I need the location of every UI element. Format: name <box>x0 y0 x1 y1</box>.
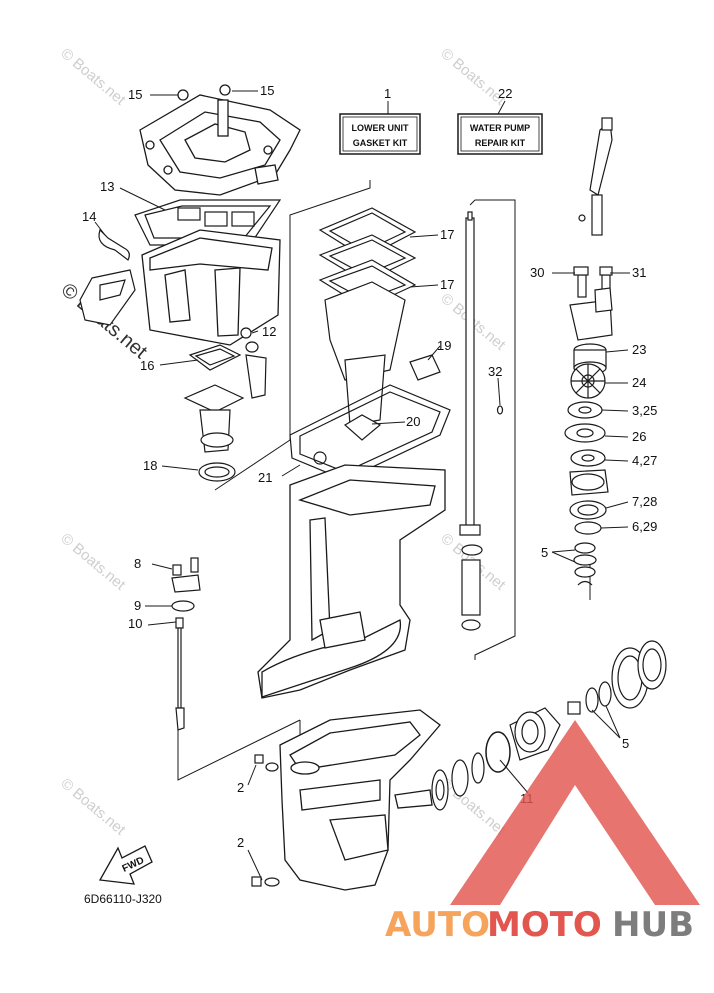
callout-number: 5 <box>622 736 629 751</box>
watermark-group: © Boats.net © Boats.net © Boats.net © Bo… <box>57 45 509 839</box>
drive-shaft-part <box>459 211 504 631</box>
logo-text-hub: HUB <box>612 905 694 945</box>
fwd-arrow-icon: FWD <box>98 845 153 885</box>
callout-number: 2 <box>237 835 244 850</box>
gasket-21-part <box>289 384 451 481</box>
seal-14-part <box>98 228 130 261</box>
callout-number: 13 <box>100 179 114 194</box>
lower-plate-part <box>141 229 281 346</box>
pump-base-part <box>183 384 245 482</box>
impeller-24-part <box>570 363 606 399</box>
callout-number: 21 <box>258 470 272 485</box>
callout-number: 15 <box>260 83 274 98</box>
kit-box-line2: GASKET KIT <box>353 138 408 148</box>
kit-box-line1: LOWER UNIT <box>352 123 409 133</box>
callout-number: 2 <box>237 780 244 795</box>
watermark: © Boats.net <box>57 530 129 594</box>
callout-number: 17 <box>440 227 454 242</box>
kit-box-water-pump: 22 WATER PUMP REPAIR KIT <box>457 86 543 155</box>
callout-number: 31 <box>632 265 646 280</box>
pump-plates-part <box>564 401 609 535</box>
callout-number: 23 <box>632 342 646 357</box>
callout-number: 5 <box>541 545 548 560</box>
callout-number: 20 <box>406 414 420 429</box>
watermark: © Boats.net <box>57 45 129 109</box>
kit-box-line1: WATER PUMP <box>470 123 530 133</box>
water-tube-bracket <box>79 269 136 326</box>
lower-case-part <box>279 709 441 891</box>
callout-number: 26 <box>632 429 646 444</box>
seal-12-part <box>240 327 267 399</box>
kit-box-line2: REPAIR KIT <box>475 138 526 148</box>
callout-number: 6,29 <box>632 519 657 534</box>
callout-number: 9 <box>134 598 141 613</box>
logo-text-moto: MOTO <box>487 905 602 945</box>
callout-number: 15 <box>128 87 142 102</box>
callout-number: 17 <box>440 277 454 292</box>
kit-box-lower-unit: 1 LOWER UNIT GASKET KIT <box>339 86 421 155</box>
logo-text-auto: AUTO <box>385 905 490 945</box>
leader-lines <box>94 90 630 881</box>
callout-number: 10 <box>128 616 142 631</box>
callout-number: 7,28 <box>632 494 657 509</box>
callout-number: 19 <box>437 338 451 353</box>
shift-rod-part <box>171 557 201 731</box>
automotohub-logo: AUTO MOTO HUB <box>385 720 700 945</box>
callout-number: 12 <box>262 324 276 339</box>
callout-number: 24 <box>632 375 646 390</box>
bolt-2-parts <box>251 754 280 887</box>
gasket-16-part <box>188 344 242 371</box>
callout-number: 3,25 <box>632 403 657 418</box>
damper-19-part <box>343 354 441 441</box>
gasket-17-stack-part <box>318 207 417 426</box>
callout-number: 14 <box>82 209 96 224</box>
callout-number: 30 <box>530 265 544 280</box>
upper-casing-part <box>139 84 301 196</box>
propeller-shaft-assembly-part <box>431 640 667 811</box>
callout-number: 22 <box>498 86 512 101</box>
water-pump-column-part <box>569 117 613 375</box>
callouts: 15 15 13 14 12 16 18 17 17 19 20 21 32 3… <box>82 83 657 850</box>
gasket-13-part <box>134 199 282 246</box>
drive-shaft-housing-part <box>257 464 446 699</box>
callout-number: 32 <box>488 364 502 379</box>
callout-number: 8 <box>134 556 141 571</box>
callout-number: 18 <box>143 458 157 473</box>
callout-number: 4,27 <box>632 453 657 468</box>
callout-number: 1 <box>384 86 391 101</box>
part-code: 6D66110-J320 <box>84 892 162 906</box>
bearings-5-part <box>573 542 597 586</box>
watermark: © Boats.net <box>57 775 129 839</box>
callout-number: 16 <box>140 358 154 373</box>
